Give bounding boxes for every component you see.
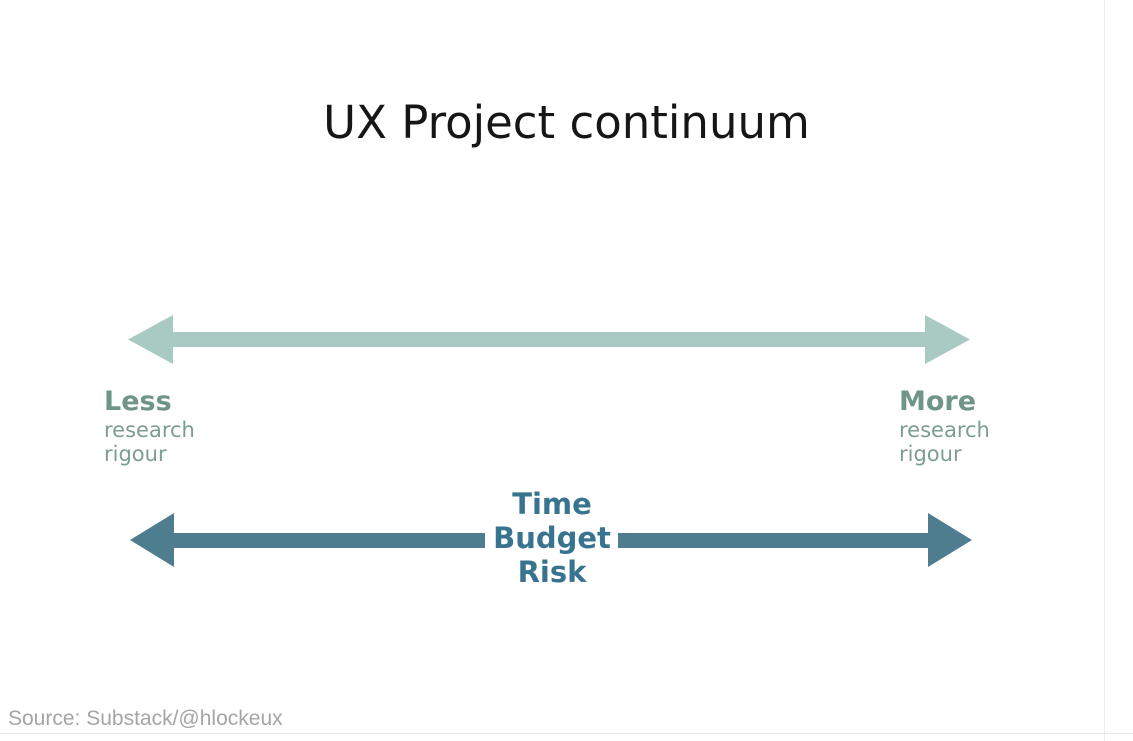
bottom-edge-divider — [0, 733, 1133, 734]
constraints-line-time: Time — [512, 487, 592, 521]
less-sub-line2: rigour — [104, 442, 167, 466]
time-budget-risk-label: Time Budget Risk — [452, 487, 652, 589]
less-research-rigour-label: Less research rigour — [104, 386, 195, 466]
double-arrow-left-segment — [130, 513, 485, 567]
time-budget-risk-double-arrow-icon — [130, 513, 972, 567]
more-research-rigour-label: More research rigour — [899, 386, 990, 466]
constraints-line-risk: Risk — [517, 555, 587, 589]
constraints-line-budget: Budget — [493, 521, 611, 555]
more-sub-line1: research — [899, 418, 990, 442]
less-sub-line1: research — [104, 418, 195, 442]
double-arrow-shape — [128, 315, 970, 364]
page-title: UX Project continuum — [323, 96, 810, 149]
more-sub-line2: rigour — [899, 442, 962, 466]
double-arrow-right-segment — [618, 513, 972, 567]
research-rigour-double-arrow-icon — [128, 315, 970, 364]
right-edge-divider — [1104, 0, 1105, 741]
more-heading: More — [899, 386, 977, 417]
source-attribution: Source: Substack/@hlockeux — [8, 707, 283, 730]
less-heading: Less — [104, 386, 172, 417]
